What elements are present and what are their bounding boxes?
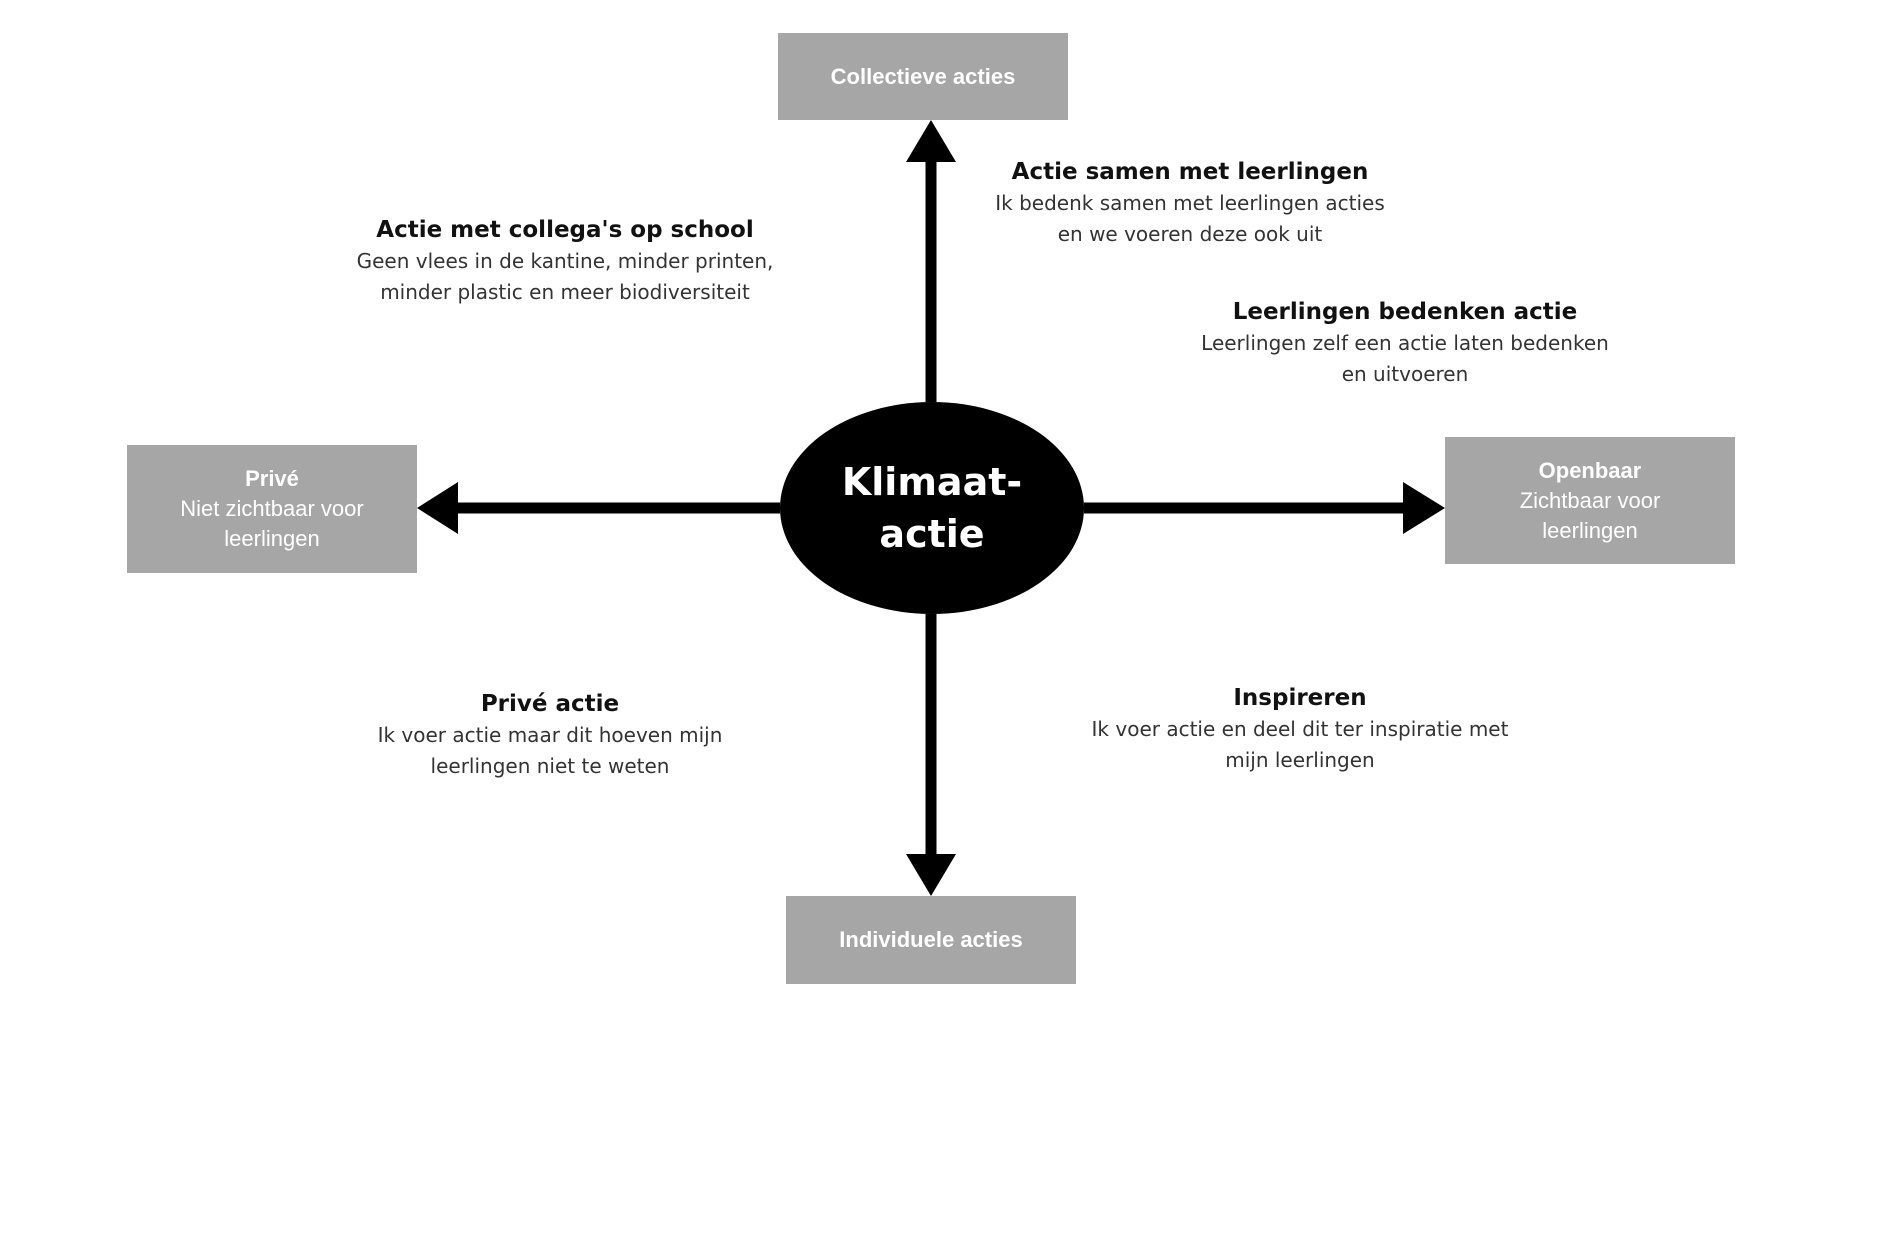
private-label: Privé xyxy=(245,466,299,491)
quadrant-upper-left-text: Geen vlees in de kantine, minder printen… xyxy=(356,249,774,304)
quadrant-lower-right-text: Ik voer actie en deel dit ter inspiratie… xyxy=(1091,717,1509,772)
quadrant-upper-right-2: Leerlingen bedenken actie Leerlingen zel… xyxy=(1190,296,1620,390)
private-description: Niet zichtbaar voor leerlingen xyxy=(180,496,364,551)
arrow-right xyxy=(1084,482,1445,534)
private-box: Privé Niet zichtbaar voor leerlingen xyxy=(127,445,417,573)
center-ellipse: Klimaat-actie xyxy=(780,402,1084,614)
quadrant-lower-left-title: Privé actie xyxy=(480,691,620,717)
quadrant-upper-left: Actie met collega's op school Geen vlees… xyxy=(345,214,785,308)
public-description: Zichtbaar voor leerlingen xyxy=(1519,487,1661,543)
quadrant-lower-right: Inspireren Ik voer actie en deel dit ter… xyxy=(1080,682,1520,776)
arrow-left xyxy=(417,482,780,534)
public-box: Openbaar Zichtbaar voor leerlingen xyxy=(1445,437,1735,564)
public-label: Openbaar xyxy=(1538,457,1642,483)
individual-actions-label: Individuele acties xyxy=(839,927,1023,952)
quadrant-upper-right-2-title: Leerlingen bedenken actie xyxy=(1232,299,1578,325)
collective-actions-label: Collectieve acties xyxy=(830,63,1016,89)
arrow-down xyxy=(906,614,956,896)
quadrant-upper-left-title: Actie met collega's op school xyxy=(376,217,754,243)
quadrant-upper-right-1-title: Actie samen met leerlingen xyxy=(1011,159,1369,185)
collective-actions-box: Collectieve acties xyxy=(778,33,1068,120)
quadrant-upper-right-1-text: Ik bedenk samen met leerlingen acties en… xyxy=(995,191,1385,246)
quadrant-lower-left-text: Ik voer actie maar dit hoeven mijn leerl… xyxy=(377,723,723,778)
center-label: Klimaat-actie xyxy=(841,460,1023,556)
quadrant-upper-right-1: Actie samen met leerlingen Ik bedenk sam… xyxy=(980,156,1400,250)
quadrant-lower-right-title: Inspireren xyxy=(1233,685,1367,711)
arrow-up xyxy=(906,120,956,402)
individual-actions-box: Individuele acties xyxy=(786,896,1076,984)
quadrant-upper-right-2-text: Leerlingen zelf een actie laten bedenken… xyxy=(1201,331,1609,386)
quadrant-lower-left: Privé actie Ik voer actie maar dit hoeve… xyxy=(330,688,770,782)
